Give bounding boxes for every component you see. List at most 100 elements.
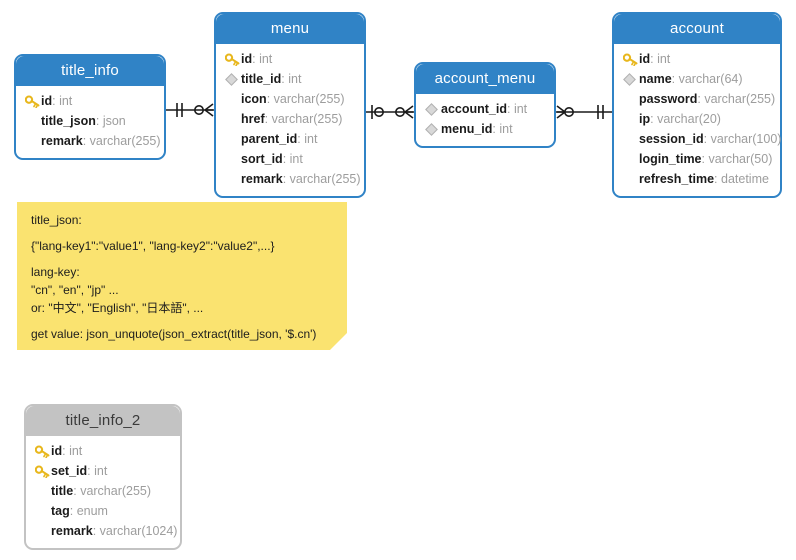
column-row[interactable]: remark: varchar(255) [16, 131, 164, 151]
note-line: lang-key: [31, 265, 80, 279]
entity-table-menu[interactable]: menu id: int title_id: int icon: varchar… [214, 12, 366, 198]
column-row[interactable]: remark: varchar(1024) [26, 521, 180, 541]
column-name: id [51, 444, 63, 458]
column-name: href [241, 112, 265, 126]
column-row[interactable]: id: int [26, 441, 180, 461]
column-name: name [639, 72, 672, 86]
column-name: id [241, 52, 253, 66]
column-name: refresh_time [639, 172, 715, 186]
column-row[interactable]: refresh_time: datetime [614, 169, 780, 189]
entity-table-account_menu[interactable]: account_menu account_id: int menu_id: in… [414, 62, 556, 148]
no-key-marker [224, 129, 241, 149]
column-name: password [639, 92, 698, 106]
column-type: : varchar(255) [282, 172, 361, 186]
no-key-marker [34, 521, 51, 541]
column-name: login_time [639, 152, 702, 166]
column-type: : int [252, 52, 273, 66]
column-name: icon [241, 92, 267, 106]
column-row[interactable]: sort_id: int [216, 149, 364, 169]
column-type: : enum [69, 504, 108, 518]
column-row[interactable]: login_time: varchar(50) [614, 149, 780, 169]
column-row[interactable]: href: varchar(255) [216, 109, 364, 129]
column-type: : varchar(50) [701, 152, 773, 166]
table-header-title_info_2: title_info_2 [26, 406, 180, 436]
column-type: : int [297, 132, 318, 146]
column-type: : datetime [714, 172, 769, 186]
primary-key-icon [224, 49, 241, 69]
column-type: : int [282, 152, 303, 166]
column-row[interactable]: id: int [16, 91, 164, 111]
note-line: or: "中文", "English", "日本語", ... [31, 301, 204, 315]
note-folded-corner-icon [330, 333, 347, 350]
no-key-marker [622, 89, 639, 109]
table-header-account_menu: account_menu [416, 64, 554, 94]
annotation-note[interactable]: title_json: {"lang-key1":"value1", "lang… [17, 202, 347, 350]
column-row[interactable]: menu_id: int [416, 119, 554, 139]
column-type: : varchar(255) [697, 92, 776, 106]
column-type: : int [87, 464, 108, 478]
column-type: : varchar(255) [82, 134, 161, 148]
column-type: : int [492, 122, 513, 136]
no-key-marker [224, 169, 241, 189]
primary-key-icon [24, 91, 41, 111]
note-line: title_json: [31, 213, 82, 227]
primary-key-icon [34, 461, 51, 481]
foreign-key-icon [424, 119, 441, 139]
primary-key-icon [34, 441, 51, 461]
column-row[interactable]: id: int [614, 49, 780, 69]
column-row[interactable]: password: varchar(255) [614, 89, 780, 109]
table-header-account: account [614, 14, 780, 44]
no-key-marker [24, 111, 41, 131]
column-name: menu_id [441, 122, 493, 136]
column-type: : int [52, 94, 73, 108]
column-row[interactable]: account_id: int [416, 99, 554, 119]
foreign-key-icon [424, 99, 441, 119]
column-name: id [41, 94, 53, 108]
entity-table-title_info[interactable]: title_info id: int title_json: json rema… [14, 54, 166, 160]
column-row[interactable]: parent_id: int [216, 129, 364, 149]
column-type: : varchar(255) [264, 112, 343, 126]
column-name: parent_id [241, 132, 298, 146]
table-columns-title_info: id: int title_json: json remark: varchar… [16, 86, 164, 158]
column-row[interactable]: set_id: int [26, 461, 180, 481]
note-line: get value: json_unquote(json_extract(tit… [31, 327, 317, 341]
column-name: set_id [51, 464, 88, 478]
entity-table-title_info_2[interactable]: title_info_2 id: int [24, 404, 182, 550]
column-row[interactable]: icon: varchar(255) [216, 89, 364, 109]
foreign-key-icon [622, 69, 639, 89]
column-type: : json [95, 114, 126, 128]
column-row[interactable]: title_json: json [16, 111, 164, 131]
column-row[interactable]: id: int [216, 49, 364, 69]
no-key-marker [622, 149, 639, 169]
note-line: {"lang-key1":"value1", "lang-key2":"valu… [31, 239, 275, 253]
column-row[interactable]: session_id: varchar(100) [614, 129, 781, 149]
table-header-title_info: title_info [16, 56, 164, 86]
table-columns-title_info_2: id: int set_id: int title: varchar(255) … [26, 436, 180, 548]
table-columns-account_menu: account_id: int menu_id: int [416, 94, 554, 146]
column-name: title_id [241, 72, 282, 86]
no-key-marker [34, 501, 51, 521]
column-type: : varchar(20) [650, 112, 721, 126]
column-type: : varchar(64) [671, 72, 743, 86]
entity-table-account[interactable]: account id: int name: varchar(64) passwo… [612, 12, 782, 198]
column-name: session_id [639, 132, 704, 146]
note-line: "cn", "en", "jp" ... [31, 283, 119, 297]
table-header-menu: menu [216, 14, 364, 44]
no-key-marker [224, 149, 241, 169]
no-key-marker [34, 481, 51, 501]
foreign-key-icon [224, 69, 241, 89]
column-row[interactable]: tag: enum [26, 501, 180, 521]
column-row[interactable]: title: varchar(255) [26, 481, 180, 501]
primary-key-icon [622, 49, 639, 69]
column-type: : int [62, 444, 83, 458]
column-row[interactable]: name: varchar(64) [614, 69, 780, 89]
column-row[interactable]: title_id: int [216, 69, 364, 89]
no-key-marker [24, 131, 41, 151]
column-row[interactable]: remark: varchar(255) [216, 169, 364, 189]
column-row[interactable]: ip: varchar(20) [614, 109, 780, 129]
column-name: sort_id [241, 152, 283, 166]
column-name: title [51, 484, 74, 498]
column-type: : int [507, 102, 528, 116]
no-key-marker [224, 89, 241, 109]
